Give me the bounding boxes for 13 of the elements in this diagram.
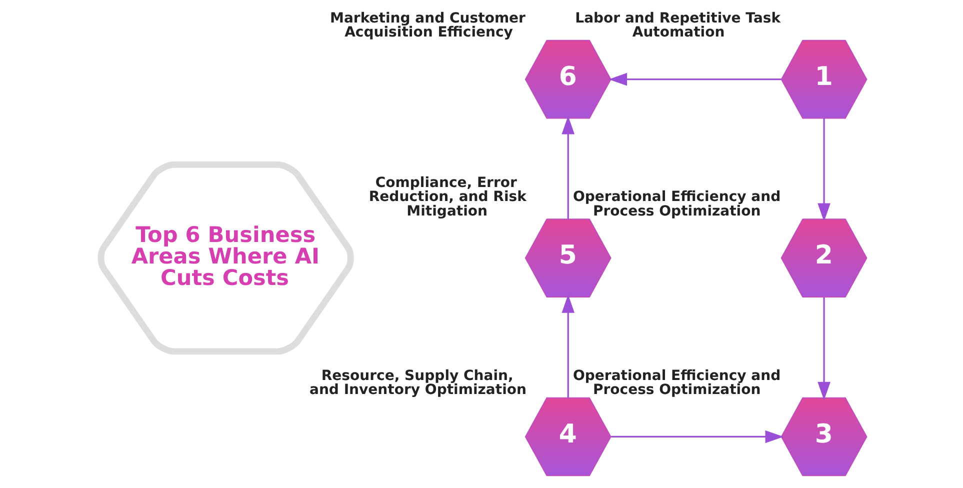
arrow bbox=[608, 72, 782, 86]
arrow bbox=[562, 294, 575, 398]
node-label: Compliance, Error Reduction, and Risk Mitigation bbox=[368, 175, 526, 220]
node-label: Operational Efficiency and Process Optimization bbox=[572, 189, 781, 220]
arrow bbox=[562, 116, 575, 220]
node-label: Labor and Repetitive Task Automation bbox=[575, 10, 781, 41]
arrow bbox=[611, 430, 784, 444]
node-label: Marketing and Customer Acquisition Efficiency bbox=[330, 10, 526, 41]
node-label: Operational Efficiency and Process Optimization bbox=[572, 368, 781, 398]
arrow bbox=[818, 118, 830, 222]
node-ellipse: Top 6 Business Areas Where AI Cuts Costs bbox=[98, 161, 354, 355]
node-label: Resource, Supply Chain, and Inventory Optimization bbox=[310, 368, 527, 398]
arrow bbox=[818, 296, 830, 400]
